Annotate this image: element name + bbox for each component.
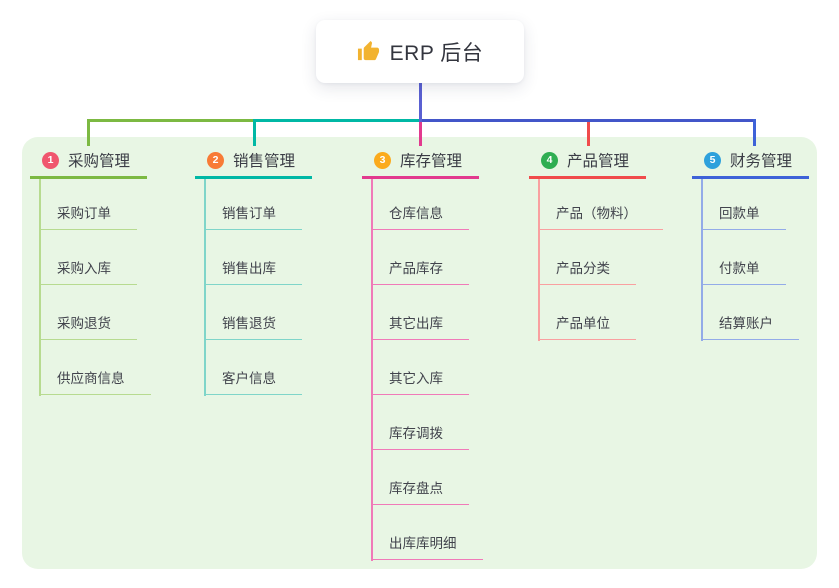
branch-item-label[interactable]: 产品库存 (371, 257, 469, 285)
branch-item-label[interactable]: 其它出库 (371, 312, 469, 340)
branch-item: 仓库信息 (371, 179, 483, 234)
branch-title-label: 库存管理 (400, 153, 463, 170)
branch-item: 其它入库 (371, 344, 483, 399)
branch-rail-line (204, 179, 206, 396)
branch-item-label[interactable]: 采购订单 (39, 202, 137, 230)
branch-item: 出库库明细 (371, 509, 483, 564)
branch-item: 付款单 (701, 234, 809, 289)
branch-rail-line (701, 179, 703, 341)
branch-item-label[interactable]: 销售出库 (204, 257, 302, 285)
branch-产品管理: 4 产品管理产品（物料） 产品分类产品单位 (529, 146, 663, 344)
trunk-line (418, 82, 422, 122)
branch-item: 销售出库 (204, 234, 312, 289)
branches-background-panel (22, 137, 817, 569)
branch-item-label[interactable]: 仓库信息 (371, 202, 469, 230)
branch-items: 回款单付款单结算账户 (701, 179, 809, 344)
branch-item-label[interactable]: 客户信息 (204, 367, 302, 395)
branch-库存管理: 3 库存管理仓库信息产品库存其它出库其它入库库存调拨库存盘点出库库明细 (362, 146, 483, 564)
branch-item-label[interactable]: 其它入库 (371, 367, 469, 395)
branch-title-label: 销售管理 (233, 153, 296, 170)
drop-line-5 (752, 119, 756, 146)
branch-item: 结算账户 (701, 289, 809, 344)
branch-采购管理: 1 采购管理采购订单采购入库采购退货供应商信息 (30, 146, 151, 399)
branch-item: 产品单位 (538, 289, 663, 344)
branch-item: 采购退货 (39, 289, 151, 344)
branch-item-label[interactable]: 付款单 (701, 257, 786, 285)
branch-item: 其它出库 (371, 289, 483, 344)
drop-line-2 (252, 119, 256, 146)
drop-line-4 (586, 122, 590, 146)
branch-title-label: 采购管理 (68, 153, 131, 170)
branch-item-label[interactable]: 回款单 (701, 202, 786, 230)
branch-number-badge: 1 (42, 151, 59, 169)
branch-item: 销售退货 (204, 289, 312, 344)
branch-item: 产品（物料） (538, 179, 663, 234)
branch-item-label[interactable]: 销售退货 (204, 312, 302, 340)
branch-item-label[interactable]: 销售订单 (204, 202, 302, 230)
branch-item-label[interactable]: 出库库明细 (371, 532, 483, 560)
drop-line-1 (87, 119, 90, 146)
branch-item: 产品分类 (538, 234, 663, 289)
branch-item: 销售订单 (204, 179, 312, 234)
branch-item: 库存调拨 (371, 399, 483, 454)
branch-item: 供应商信息 (39, 344, 151, 399)
branch-items: 采购订单采购入库采购退货供应商信息 (39, 179, 151, 399)
branch-item-label[interactable]: 产品分类 (538, 257, 636, 285)
branch-item-label[interactable]: 产品单位 (538, 312, 636, 340)
branch-item-label[interactable]: 结算账户 (701, 312, 799, 340)
branch-item-label[interactable]: 采购退货 (39, 312, 137, 340)
branch-item: 客户信息 (204, 344, 312, 399)
branch-销售管理: 2 销售管理销售订单销售出库销售退货客户信息 (195, 146, 312, 399)
branch-财务管理: 5 财务管理回款单付款单结算账户 (692, 146, 809, 344)
branch-title[interactable]: 5 财务管理 (692, 146, 809, 179)
branch-item: 采购订单 (39, 179, 151, 234)
branch-title-label: 财务管理 (730, 153, 793, 170)
branch-item-label[interactable]: 采购入库 (39, 257, 137, 285)
root-node-erp[interactable]: ERP 后台 (316, 20, 524, 83)
branch-items: 仓库信息产品库存其它出库其它入库库存调拨库存盘点出库库明细 (371, 179, 483, 564)
branch-title[interactable]: 1 采购管理 (30, 146, 147, 179)
branch-title[interactable]: 2 销售管理 (195, 146, 312, 179)
root-node-title: ERP 后台 (389, 41, 484, 65)
branch-rail-line (371, 179, 373, 561)
bus-segment-blue (419, 119, 756, 122)
branch-number-badge: 2 (207, 151, 224, 169)
thumbs-up-icon (357, 40, 379, 61)
branch-item-label[interactable]: 库存调拨 (371, 422, 469, 450)
branch-item-label[interactable]: 产品（物料） (538, 202, 663, 230)
bus-segment-green (87, 119, 254, 122)
branch-number-badge: 3 (374, 151, 391, 169)
branch-items: 销售订单销售出库销售退货客户信息 (204, 179, 312, 399)
branch-title[interactable]: 4 产品管理 (529, 146, 646, 179)
branch-item: 库存盘点 (371, 454, 483, 509)
branch-number-badge: 5 (704, 151, 721, 169)
bus-segment-teal (252, 119, 421, 122)
branch-item: 回款单 (701, 179, 809, 234)
branch-rail-line (39, 179, 41, 396)
branch-item-label[interactable]: 供应商信息 (39, 367, 151, 395)
branch-number-badge: 4 (541, 151, 558, 169)
branch-title-label: 产品管理 (567, 153, 630, 170)
branch-item: 产品库存 (371, 234, 483, 289)
branch-rail-line (538, 179, 540, 341)
branch-title[interactable]: 3 库存管理 (362, 146, 479, 179)
branch-item: 采购入库 (39, 234, 151, 289)
drop-line-3 (419, 122, 422, 146)
branch-items: 产品（物料） 产品分类产品单位 (538, 179, 663, 344)
branch-item-label[interactable]: 库存盘点 (371, 477, 469, 505)
